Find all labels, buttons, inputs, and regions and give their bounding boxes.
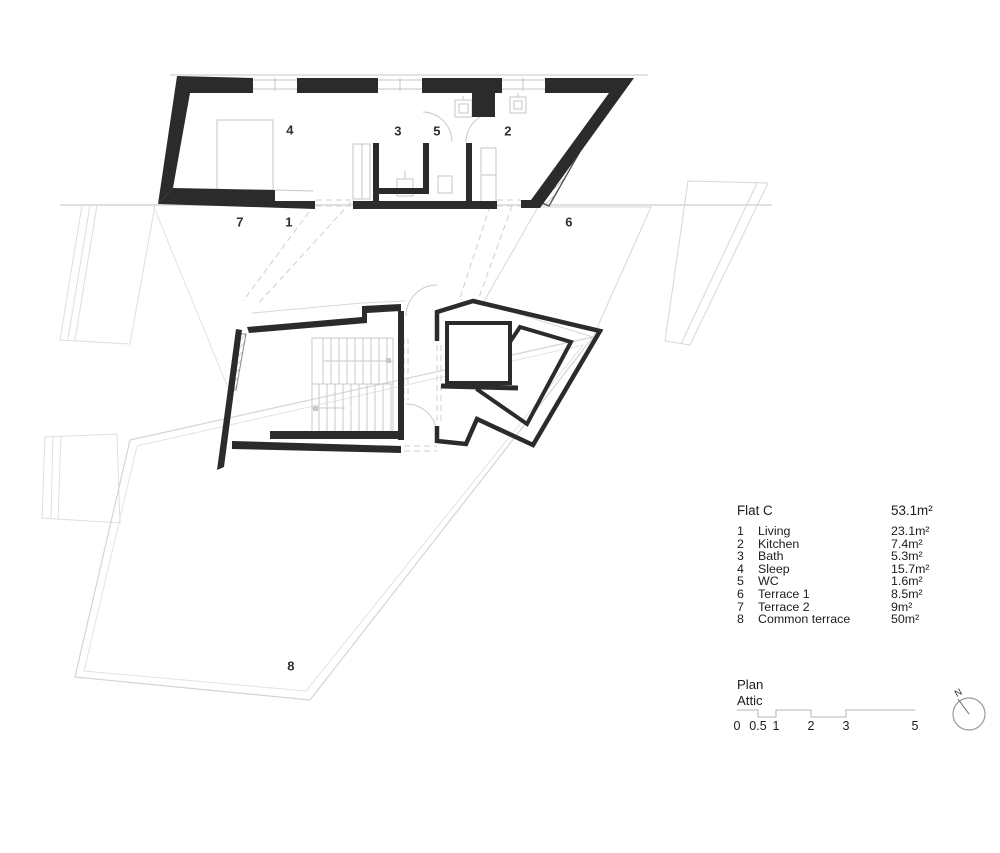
room-number-terrace2: 7 xyxy=(236,214,244,230)
background-roof-outlines xyxy=(41,74,772,524)
north-label: N xyxy=(953,687,965,700)
room-number-bath: 3 xyxy=(394,123,402,139)
scale-bar: 0 0.5 1 2 3 5 xyxy=(733,704,933,738)
plan-title-line1: Plan xyxy=(737,677,764,692)
room-number-common-terrace: 8 xyxy=(287,658,295,674)
room-number-terrace1: 6 xyxy=(565,214,573,230)
basin xyxy=(454,99,473,118)
staircase xyxy=(311,337,394,433)
attic-flat-walls xyxy=(158,76,634,209)
legend-row: 6 Terrace 1 8.5m² xyxy=(737,586,923,601)
legend-row: 8 Common terrace 50m² xyxy=(737,612,920,627)
scale-tick: 2 xyxy=(807,719,815,733)
room-number-kitchen: 2 xyxy=(504,123,512,139)
legend-row: 7 Terrace 2 9m² xyxy=(737,599,913,614)
flat-total-area: 53.1m² xyxy=(891,503,933,518)
bed xyxy=(216,119,274,191)
facade-windows xyxy=(253,78,545,91)
skylight-room xyxy=(445,321,512,385)
kitchen-sink xyxy=(509,96,527,114)
stair-core-right-block xyxy=(434,298,604,448)
wc-fixture xyxy=(437,175,453,194)
legend-row: 5 WC 1.6m² xyxy=(737,574,923,589)
common-terrace-outline xyxy=(74,336,595,701)
scale-tick: 3 xyxy=(842,719,850,733)
flat-name: Flat C xyxy=(737,503,773,518)
furniture-and-fixtures xyxy=(216,93,527,433)
north-arrow: N xyxy=(946,684,992,736)
legend-row: 3 Bath 5.3m² xyxy=(737,549,923,564)
legend-row: 2 Kitchen 7.4m² xyxy=(737,536,923,551)
scale-tick: 0.5 xyxy=(749,719,767,733)
scale-tick: 1 xyxy=(772,719,780,733)
scale-tick: 0 xyxy=(733,719,741,733)
scale-tick: 5 xyxy=(911,719,919,733)
area-legend: Flat C 53.1m² 1 Living 23.1m² 2 Kitchen … xyxy=(737,503,941,626)
scale-bar-line xyxy=(737,709,915,718)
plan-title: Plan Attic xyxy=(737,677,763,708)
plan-title-line2: Attic xyxy=(737,692,763,708)
hatched-strips xyxy=(229,143,583,391)
legend-row: 1 Living 23.1m² xyxy=(737,524,930,538)
stair-core-walls xyxy=(217,304,404,470)
legend-row: 4 Sleep 15.7m² xyxy=(737,561,930,576)
room-number-wc: 5 xyxy=(433,123,441,139)
room-number-sleep: 4 xyxy=(286,122,294,138)
room-number-living: 1 xyxy=(285,214,293,230)
